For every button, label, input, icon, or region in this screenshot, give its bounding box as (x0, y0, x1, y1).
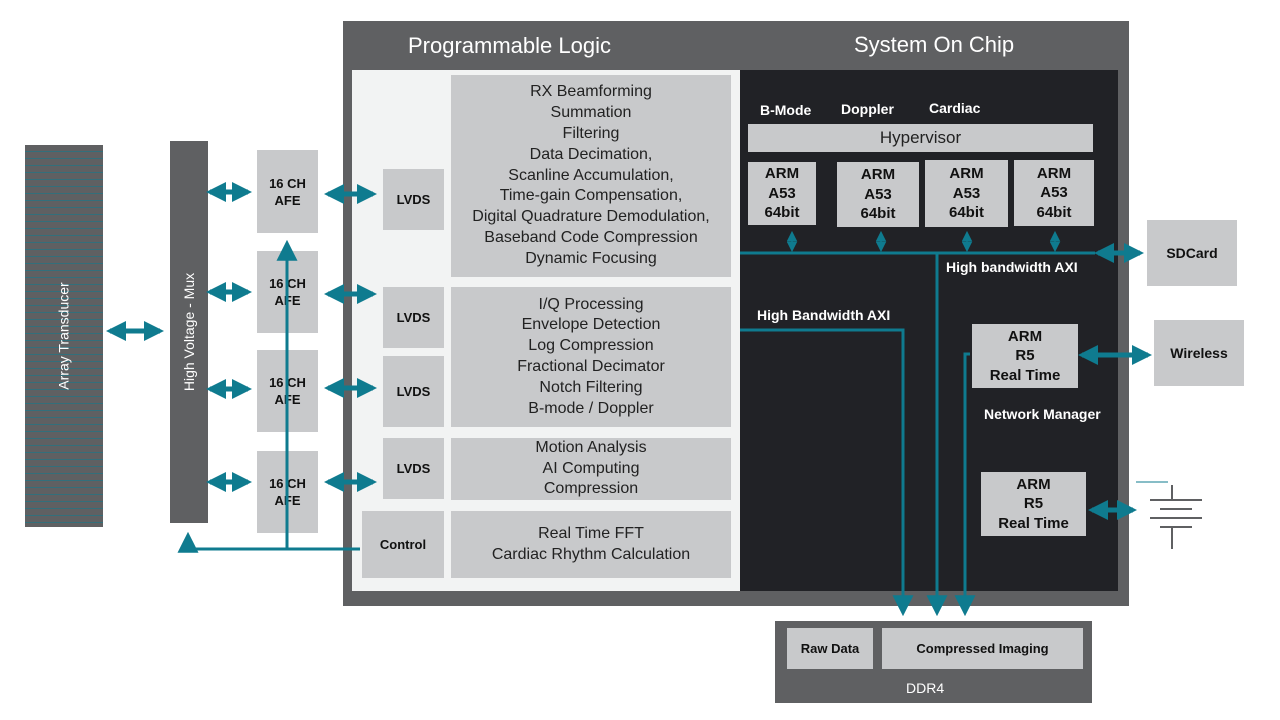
arm-line: ARM (860, 166, 896, 184)
hypervisor-label: Hypervisor (879, 128, 962, 147)
control-block: Control (362, 511, 444, 578)
hypervisor-block: Hypervisor (748, 124, 1093, 152)
motion-analysis-line: Motion Analysis (535, 438, 647, 456)
beamforming-line: Dynamic Focusing (525, 249, 657, 267)
array-transducer: Array Transducer (25, 145, 103, 527)
iq-processing-block: I/Q Processing Envelope Detection Log Co… (451, 287, 731, 427)
beamforming-line: RX Beamforming (530, 83, 652, 101)
iq-processing-line: B-mode / Doppler (528, 399, 654, 417)
arm-a53-core-2: ARM A53 64bit (837, 162, 919, 227)
beamforming-block: RX Beamforming Summation Filtering Data … (451, 75, 731, 277)
mode-label-cardiac: Cardiac (929, 100, 981, 116)
ddr4-label: DDR4 (906, 680, 945, 696)
arm-line: 64bit (1036, 203, 1072, 221)
lvds-label: LVDS (396, 461, 431, 476)
beamforming-line: Scanline Accumulation, (508, 166, 674, 184)
battery-icon (1150, 485, 1202, 549)
beamforming-line: Data Decimation, (529, 145, 653, 163)
iq-processing-line: Notch Filtering (539, 378, 643, 396)
arm-line: 64bit (860, 205, 896, 223)
afe-block-1: 16 CH AFE (257, 150, 318, 233)
mode-label-bmode: B-Mode (760, 102, 812, 118)
arm-line: ARM (1016, 475, 1051, 493)
programmable-logic-title: Programmable Logic (408, 33, 611, 58)
fft-line: Real Time FFT (538, 524, 644, 542)
motion-analysis-block: Motion Analysis AI Computing Compression (451, 438, 731, 500)
arm-line: A53 (952, 184, 981, 202)
raw-data-label: Raw Data (800, 641, 860, 656)
system-on-chip-title: System On Chip (854, 32, 1015, 57)
arm-line: ARM (764, 165, 800, 183)
iq-processing-line: I/Q Processing (538, 295, 644, 313)
arm-line: 64bit (948, 204, 984, 222)
arm-line: ARM (1007, 327, 1043, 345)
beamforming-line: Time-gain Compensation, (499, 187, 683, 205)
arm-r5-power: ARM R5 Real Time (981, 472, 1086, 536)
wireless-label: Wireless (1170, 344, 1228, 361)
beamforming-line: Baseband Code Compression (484, 228, 698, 246)
iq-processing-line: Log Compression (528, 337, 654, 355)
lvds-block-2: LVDS (383, 287, 444, 348)
beamforming-line: Filtering (562, 125, 620, 142)
arm-line: 64bit (764, 204, 800, 222)
lvds-label: LVDS (396, 310, 431, 325)
sdcard-label: SDCard (1166, 244, 1218, 261)
r5-to-ddr4-line (954, 352, 976, 617)
compressed-imaging-block: Compressed Imaging (882, 628, 1083, 669)
arm-a53-core-3: ARM A53 64bit (925, 160, 1008, 227)
iq-processing-line: Fractional Decimator (517, 358, 665, 375)
lvds-label: LVDS (396, 384, 431, 399)
raw-data-block: Raw Data (787, 628, 873, 669)
compressed-imaging-label: Compressed Imaging (916, 641, 1049, 656)
arm-a53-core-4: ARM A53 64bit (1014, 160, 1094, 226)
control-bus-line (177, 531, 360, 553)
mode-label-doppler: Doppler (841, 101, 894, 117)
arm-line: A53 (1040, 184, 1068, 202)
arm-line: Real Time (998, 514, 1069, 532)
arm-line: ARM (949, 165, 984, 183)
motion-analysis-line: Compression (543, 480, 639, 498)
arm-line: A53 (864, 185, 892, 203)
beamforming-line: Summation (550, 104, 632, 122)
arm-line: Real Time (989, 366, 1061, 384)
lvds-block-3: LVDS (383, 356, 444, 427)
arm-line: R5 (1015, 347, 1035, 365)
axi-to-ddr4-line-1 (740, 328, 914, 617)
arm-r5-network: ARM R5 Real Time (972, 324, 1078, 388)
axi-label-left: High Bandwidth AXI (757, 307, 891, 323)
arm-line: R5 (1023, 495, 1044, 513)
fft-block: Real Time FFT Cardiac Rhythm Calculation (451, 511, 731, 578)
lvds-block-4: LVDS (383, 438, 444, 499)
lvds-label: LVDS (396, 192, 431, 207)
beamforming-line: Digital Quadrature Demodulation, (472, 208, 710, 226)
arm-a53-core-1: ARM A53 64bit (748, 162, 816, 225)
afe-label-line1: 16 CH (269, 175, 306, 191)
afe-label-line2: AFE (274, 192, 301, 208)
lvds-block-1: LVDS (383, 169, 444, 230)
wireless-block: Wireless (1154, 320, 1244, 386)
high-voltage-mux: High Voltage - Mux (170, 141, 208, 523)
arm-line: ARM (1036, 164, 1072, 182)
arm-line: A53 (768, 184, 796, 202)
iq-processing-line: Envelope Detection (521, 316, 661, 334)
axi-label-right: High bandwidth AXI (946, 259, 1078, 275)
fft-line: Cardiac Rhythm Calculation (491, 545, 691, 563)
sdcard-block: SDCard (1147, 220, 1237, 286)
network-manager-label: Network Manager (984, 406, 1101, 422)
motion-analysis-line: AI Computing (542, 459, 640, 477)
transducer-element-lines (25, 145, 103, 527)
control-label: Control (379, 537, 427, 552)
